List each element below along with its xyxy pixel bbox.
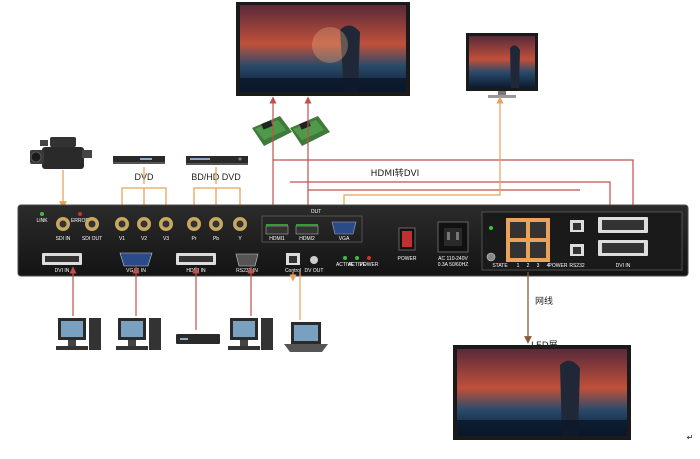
- capture-card-icon: [290, 116, 330, 146]
- bnc-connector-icon: [56, 217, 70, 231]
- port-4-label: 4: [547, 263, 550, 269]
- laptop-icon: [284, 322, 328, 352]
- power-switch-icon: [398, 227, 416, 251]
- status-led-icon: [343, 256, 347, 260]
- small-monitor: [466, 33, 538, 98]
- out-label: OUT: [311, 209, 322, 215]
- output-group-frame: [261, 215, 363, 243]
- desktop-computer-icon: [116, 318, 161, 350]
- ac-current-label: 0.3A 50/60HZ: [438, 262, 469, 268]
- ethernet-port-block-icon: [506, 218, 550, 262]
- screw-icon: [486, 252, 496, 262]
- pr-label: Pr: [192, 236, 197, 242]
- vga-port-icon: [119, 252, 153, 267]
- control-wire: [293, 272, 301, 320]
- port-1-label: 1: [517, 263, 520, 269]
- hdmi1-label: HDMI1: [269, 236, 285, 242]
- input-wires: [69, 266, 255, 330]
- dvd-wires: [121, 167, 241, 210]
- v1-label: V1: [119, 236, 125, 242]
- led-screen-label: LED屏: [531, 340, 558, 351]
- top-monitor: [236, 2, 410, 96]
- pb-label: Pb: [213, 236, 219, 242]
- bd-player-icon: [186, 156, 248, 165]
- dvi-port-icon: [176, 253, 216, 265]
- bnc-connector-icon: [85, 217, 99, 231]
- set-top-box-icon: [176, 334, 220, 344]
- port-2-label: 2: [527, 263, 530, 269]
- ac-voltage-label: AC 110-240V: [438, 256, 468, 262]
- network-cable-label: 网线: [535, 295, 553, 307]
- error-led-icon: [78, 212, 82, 216]
- y-label: Y: [238, 236, 242, 242]
- hdmi-wires: [269, 96, 634, 215]
- dv-out-jack-icon: [310, 256, 318, 264]
- led-a-label: ACTIVE: [336, 262, 355, 268]
- enter-mark: ↵: [687, 433, 694, 442]
- bnc-connector-icon: [187, 217, 201, 231]
- dvi-port-icon: [42, 253, 82, 265]
- vga-port-icon: [331, 221, 357, 235]
- led-b-label: ACTIVE: [348, 262, 367, 268]
- video-camera-icon: [30, 137, 92, 169]
- card-power-label: POWER: [549, 263, 568, 269]
- v2-label: V2: [141, 236, 147, 242]
- ac-socket-icon: [437, 221, 469, 253]
- hdmi2-label: HDMI2: [299, 236, 315, 242]
- dvi-port-icon: [598, 240, 648, 256]
- bnc-connector-icon: [137, 217, 151, 231]
- bnc-connector-icon: [115, 217, 129, 231]
- state-led-icon: [489, 226, 493, 230]
- v3-label: V3: [163, 236, 169, 242]
- rs232-in-label: RS232 IN: [236, 268, 258, 274]
- power-label: POWER: [398, 256, 417, 262]
- ethernet-port-icon: [286, 253, 300, 265]
- state-label: STATE: [492, 263, 508, 269]
- port-3-label: 3: [537, 263, 540, 269]
- error-label: ERROR: [71, 218, 89, 224]
- dvd-player-icon: [113, 156, 165, 164]
- hdmi-port-icon: [265, 224, 289, 235]
- bnc-connector-icon: [233, 217, 247, 231]
- bnc-connector-icon: [159, 217, 173, 231]
- capture-card-icon: [252, 116, 292, 146]
- dvi-port-icon: [598, 217, 648, 233]
- dv-out-label: DV OUT: [305, 268, 324, 274]
- rs232-port-icon: [570, 220, 584, 232]
- desktop-computer-icon: [56, 318, 101, 350]
- link-led-icon: [40, 212, 44, 216]
- dvi-in-label: DVI IN: [55, 268, 70, 274]
- vga-out-wire: [343, 96, 504, 215]
- sdi-out-label: SDI OUT: [82, 236, 102, 242]
- rs232-port-icon: [235, 253, 259, 267]
- hdmi-port-icon: [295, 224, 319, 235]
- desktop-computer-icon: [228, 318, 273, 350]
- link-label: LINK: [36, 218, 48, 224]
- vga-label: VGA: [339, 236, 350, 242]
- control-label: Control: [285, 268, 301, 274]
- led-c-label: POWER: [360, 262, 379, 268]
- card-dvi-in-label: DVI IN: [616, 263, 631, 269]
- bnc-connector-icon: [209, 217, 223, 231]
- hdmi-to-dvi-label: HDMI转DVI: [371, 167, 420, 179]
- power-led-icon: [367, 256, 371, 260]
- status-led-icon: [355, 256, 359, 260]
- card-rs232-label: RS232: [569, 263, 585, 269]
- led-screen: [453, 345, 631, 440]
- rs232-port-icon: [570, 244, 584, 256]
- sdi-in-label: SDI IN: [56, 236, 71, 242]
